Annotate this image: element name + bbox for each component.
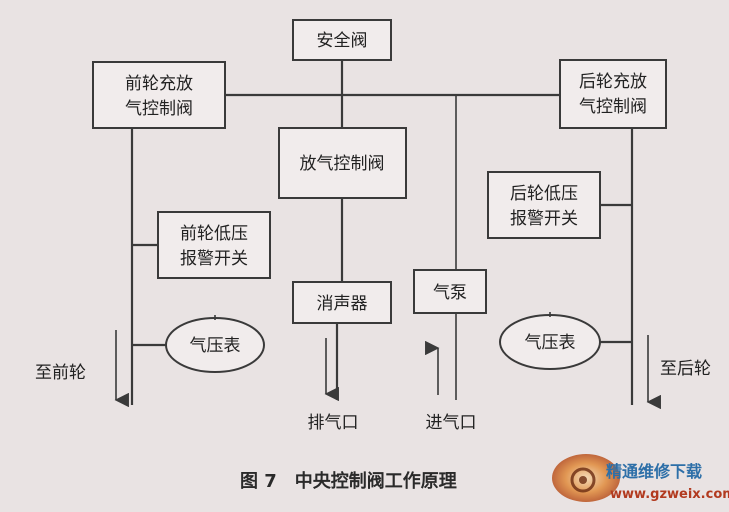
air-pump-box: 气泵	[413, 269, 487, 314]
front-pressure-gauge: 气压表	[165, 315, 265, 373]
deflate-valve-box: 放气控制阀	[278, 127, 407, 199]
to-front-label: 至前轮	[35, 363, 86, 383]
intake-label: 进气口	[426, 413, 477, 433]
rear-alarm-label-line1: 后轮低压	[510, 184, 578, 204]
rear-inflate-label-line1: 后轮充放	[579, 72, 647, 92]
rear-inflate-label-line2: 气控制阀	[579, 97, 647, 117]
front-alarm-label-line1: 前轮低压	[180, 224, 248, 244]
muffler-box: 消声器	[292, 281, 392, 324]
deflate-valve-label: 放气控制阀	[300, 154, 385, 174]
rear-gauge-label: 气压表	[525, 333, 576, 353]
air-pump-label: 气泵	[433, 283, 467, 303]
rear-alarm-switch-box: 后轮低压 报警开关	[487, 171, 601, 239]
safety-valve-label: 安全阀	[317, 31, 368, 51]
exhaust-label: 排气口	[308, 413, 359, 433]
front-gauge-label: 气压表	[190, 336, 241, 356]
to-rear-label: 至后轮	[660, 359, 711, 379]
front-inflate-label-line1: 前轮充放	[125, 74, 193, 94]
rear-pressure-gauge: 气压表	[499, 312, 601, 370]
front-alarm-label-line2: 报警开关	[180, 249, 248, 269]
figure-caption: 图 7 中央控制阀工作原理	[240, 470, 457, 492]
safety-valve-box: 安全阀	[292, 19, 392, 61]
rear-inflate-valve-box: 后轮充放 气控制阀	[559, 59, 667, 129]
front-alarm-switch-box: 前轮低压 报警开关	[157, 211, 271, 279]
rear-alarm-label-line2: 报警开关	[510, 209, 578, 229]
watermark-url: www.gzweix.com	[610, 487, 729, 502]
front-inflate-valve-box: 前轮充放 气控制阀	[92, 61, 226, 129]
watermark: 精通维修下载 www.gzweix.com	[552, 454, 729, 502]
muffler-label: 消声器	[317, 294, 368, 314]
front-inflate-label-line2: 气控制阀	[125, 99, 193, 119]
watermark-name: 精通维修下载	[606, 462, 702, 481]
